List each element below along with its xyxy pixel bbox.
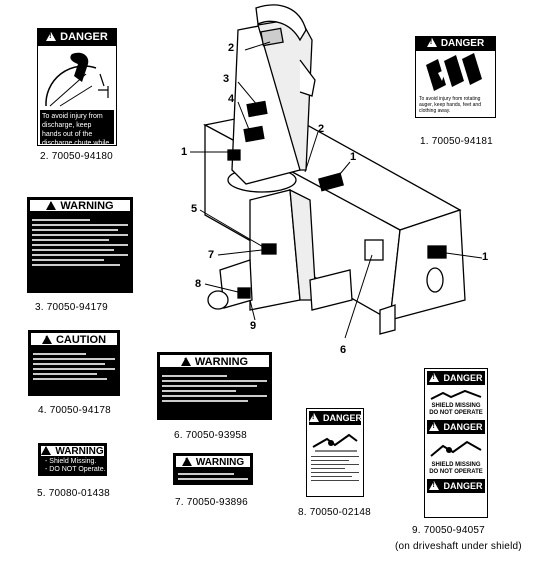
callout-6: 6 (340, 344, 347, 356)
warning-triangle-icon (426, 38, 437, 47)
warning-triangle-icon (429, 373, 440, 382)
decal-5-number: 5. 70080-01438 (37, 488, 110, 499)
decal-5: WARNING - Shield Missing. - DO NOT Opera… (38, 443, 107, 476)
decal-7-header: WARNING (175, 455, 251, 468)
callout-1-mid: 1 (350, 151, 357, 163)
callout-2-top: 2 (228, 42, 235, 54)
decal-8: DANGER (306, 408, 364, 497)
decal-6-text-lines (158, 369, 271, 408)
decal-9-number: 9. 70050-94057 (412, 525, 485, 536)
decal-9-header-2: DANGER (427, 420, 485, 434)
decal-9-line2-a: DO NOT OPERATE (429, 410, 483, 416)
decal-9-line2-b: DO NOT OPERATE (429, 469, 483, 475)
callout-7: 7 (208, 249, 215, 261)
auger-hazard-icon (426, 53, 482, 91)
discharge-hazard-icon (45, 52, 109, 107)
decal-2-header: DANGER (38, 29, 116, 46)
callout-3: 3 (223, 73, 230, 85)
decal-6: WARNING (157, 352, 272, 420)
decal-6-header: WARNING (159, 354, 270, 368)
decal-7: WARNING (173, 453, 253, 485)
decal-9-line1-a: SHIELD MISSING (431, 403, 481, 409)
warning-triangle-icon (180, 357, 191, 366)
decal-2: DANGER To avoid injury from discharge, k… (37, 28, 117, 146)
decal-9-header-1: DANGER (427, 371, 485, 385)
callout-9: 9 (250, 320, 257, 332)
callout-1-left: 1 (181, 146, 188, 158)
callout-2-mid: 2 (318, 123, 325, 135)
decal-7-text-lines (174, 469, 252, 484)
decal-3-header: WARNING (29, 199, 131, 212)
warning-triangle-icon (181, 457, 192, 466)
decal-5-line2: - DO NOT Operate. (45, 466, 106, 473)
decal-4-text-lines (29, 347, 119, 386)
rotating-shaft-hazard-icon (312, 433, 358, 452)
warning-triangle-icon (309, 413, 319, 422)
callout-4: 4 (228, 93, 235, 105)
decal-9-line1-b: SHIELD MISSING (431, 462, 481, 468)
decal-6-number: 6. 70050-93958 (174, 430, 247, 441)
decal-4-number: 4. 70050-94178 (38, 405, 111, 416)
decal-2-text: To avoid injury from discharge, keep han… (40, 110, 114, 144)
decal-3: WARNING (27, 197, 133, 293)
decal-1: DANGER To avoid injury from rotating aug… (415, 36, 496, 118)
decal-1-number: 1. 70050-94181 (420, 136, 493, 147)
callout-1-right: 1 (482, 251, 489, 263)
callout-5: 5 (191, 203, 198, 215)
warning-triangle-icon (429, 481, 440, 490)
decal-2-number: 2. 70050-94180 (40, 151, 113, 162)
decal-4: CAUTION (28, 330, 120, 396)
decal-8-text-lines (307, 456, 363, 481)
decal-1-header: DANGER (416, 37, 495, 51)
decal-3-number: 3. 70050-94179 (35, 302, 108, 313)
warning-triangle-icon (429, 422, 440, 431)
decal-9-note: (on driveshaft under shield) (395, 541, 522, 552)
decal-3-text-lines (28, 213, 132, 272)
shield-missing-icon-1 (430, 389, 482, 400)
warning-triangle-icon (46, 201, 57, 210)
decal-5-line1: - Shield Missing. (45, 458, 97, 465)
decal-9: DANGER SHIELD MISSING DO NOT OPERATE DAN… (424, 368, 488, 518)
decal-7-number: 7. 70050-93896 (175, 497, 248, 508)
decal-5-header: WARNING (40, 445, 105, 457)
warning-triangle-icon (46, 32, 57, 41)
shield-missing-icon-2 (430, 440, 482, 457)
decal-8-header: DANGER (309, 411, 361, 425)
caution-triangle-icon (41, 335, 52, 344)
warning-triangle-icon (41, 446, 52, 455)
decal-8-number: 8. 70050-02148 (298, 507, 371, 518)
decal-9-header-3: DANGER (427, 479, 485, 493)
callout-8: 8 (195, 278, 202, 290)
decal-4-header: CAUTION (30, 332, 118, 346)
decal-1-text: To avoid injury from rotating auger, kee… (419, 96, 481, 114)
